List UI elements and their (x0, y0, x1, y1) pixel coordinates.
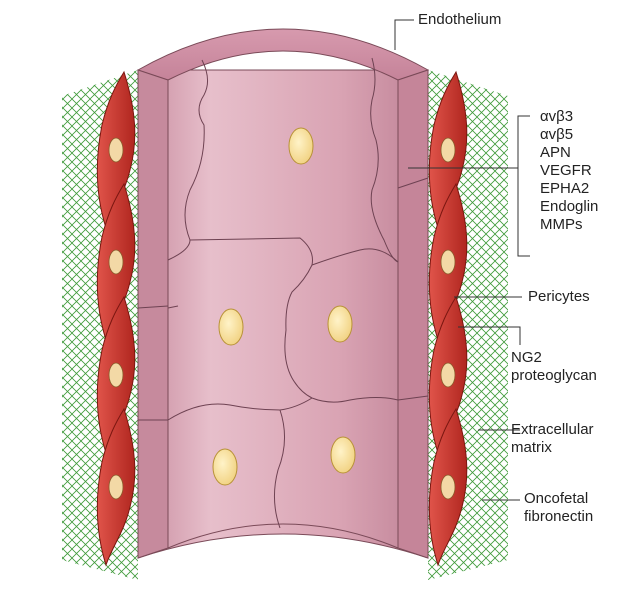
vessel-wall (136, 28, 430, 559)
endothelium-label: Endothelium (418, 11, 502, 28)
ecm-label-line2: matrix (511, 439, 552, 456)
leader-lines (394, 19, 530, 501)
pericyte-nucleus (108, 362, 124, 388)
marker-vegfr: VEGFR (540, 162, 592, 179)
pericyte-nucleus (440, 137, 456, 163)
marker-list: αvβ3 αvβ5 APN VEGFR EPHA2 Endoglin MMPs (540, 108, 598, 234)
nucleus (327, 305, 353, 343)
nucleus (212, 448, 238, 486)
nucleus (330, 436, 356, 474)
pericyte-nucleus (108, 137, 124, 163)
pericyte-cell (428, 182, 468, 342)
fibronectin-label-line2: fibronectin (524, 508, 594, 525)
pericyte-cell (96, 407, 136, 567)
nucleus (288, 127, 314, 165)
marker-mmps: MMPs (540, 216, 583, 233)
pericyte-cell (428, 407, 468, 567)
marker-avb3: αvβ3 (540, 108, 574, 125)
marker-endoglin: Endoglin (540, 198, 599, 215)
pericytes-label: Pericytes (528, 288, 590, 305)
endothelial-nuclei (212, 127, 356, 486)
ecm-label-line1: Extracellular (511, 421, 594, 438)
pericyte-nucleus (108, 474, 124, 500)
pericyte-nucleus (440, 362, 456, 388)
marker-apn: APN (540, 144, 571, 161)
pericyte-nucleus (108, 249, 124, 275)
nucleus (218, 308, 244, 346)
marker-epha2: EPHA2 (540, 180, 590, 197)
marker-avb5: αvβ5 (540, 126, 574, 143)
ng2-label-line2: proteoglycan (511, 367, 597, 384)
ng2-label-line1: NG2 (511, 349, 542, 366)
pericyte-nucleus (440, 249, 456, 275)
pericyte-nucleus (440, 474, 456, 500)
pericyte-cell (96, 182, 136, 342)
fibronectin-label-line1: Oncofetal (524, 490, 589, 507)
pericytes (96, 70, 468, 567)
